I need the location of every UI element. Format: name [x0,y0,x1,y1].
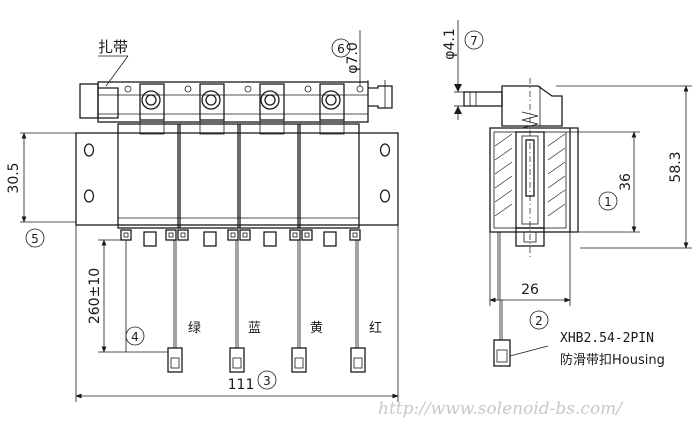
housing-name-label: 防滑带扣Housing [560,352,665,368]
callout-3: 3 [257,370,277,390]
mounting-plate [75,132,399,226]
side-view [463,78,579,367]
dim-58-3: 58.3 [668,151,684,182]
mount-hole [83,143,95,157]
callout-5: 5 [25,228,45,248]
dim-phi-4-1: φ4.1 [442,28,458,60]
callout-6: 6 [331,38,351,58]
section-hatch [494,133,566,217]
svg-text:2: 2 [535,314,543,328]
svg-text:4: 4 [131,330,139,344]
connector-housings [167,347,366,373]
housing-model-label: XHB2.54-2PIN [560,331,654,346]
dim-26: 26 [521,282,539,298]
mount-hole [379,143,391,157]
strap-label: 扎带 [98,38,128,56]
dim-260: 260±10 [87,268,103,324]
mount-hole [379,189,391,203]
valve-port-4 [319,83,345,121]
callout-2: 2 [529,310,549,330]
left-fitting [79,83,99,119]
valve-port-1 [139,83,165,121]
callout-7: 7 [464,30,484,50]
front-view [75,81,399,373]
terminals [120,229,361,247]
svg-text:6: 6 [337,42,345,56]
manifold [97,81,369,123]
dim-36: 36 [618,173,634,191]
svg-text:3: 3 [263,374,271,388]
wire-label-blue: 蓝 [248,321,261,336]
valve-port-2 [199,83,225,121]
dim-30-5: 30.5 [6,162,22,193]
watermark: http://www.solenoid-bs.com/ [378,399,624,419]
svg-text:1: 1 [604,195,612,209]
svg-text:5: 5 [31,232,39,246]
callout-4: 4 [125,326,145,346]
wire-label-red: 红 [369,320,382,336]
mount-hole [83,189,95,203]
dim-phi-7: φ7.0 [345,42,361,74]
outlet-nozzle [368,85,393,109]
wire-label-yellow: 黄 [310,321,323,336]
lead-wires [125,240,359,352]
dim-111: 111 [228,377,255,393]
svg-text:7: 7 [470,34,478,48]
callout-1: 1 [598,191,618,211]
wire-label-green: 绿 [188,321,201,336]
valve-port-3 [259,83,285,121]
